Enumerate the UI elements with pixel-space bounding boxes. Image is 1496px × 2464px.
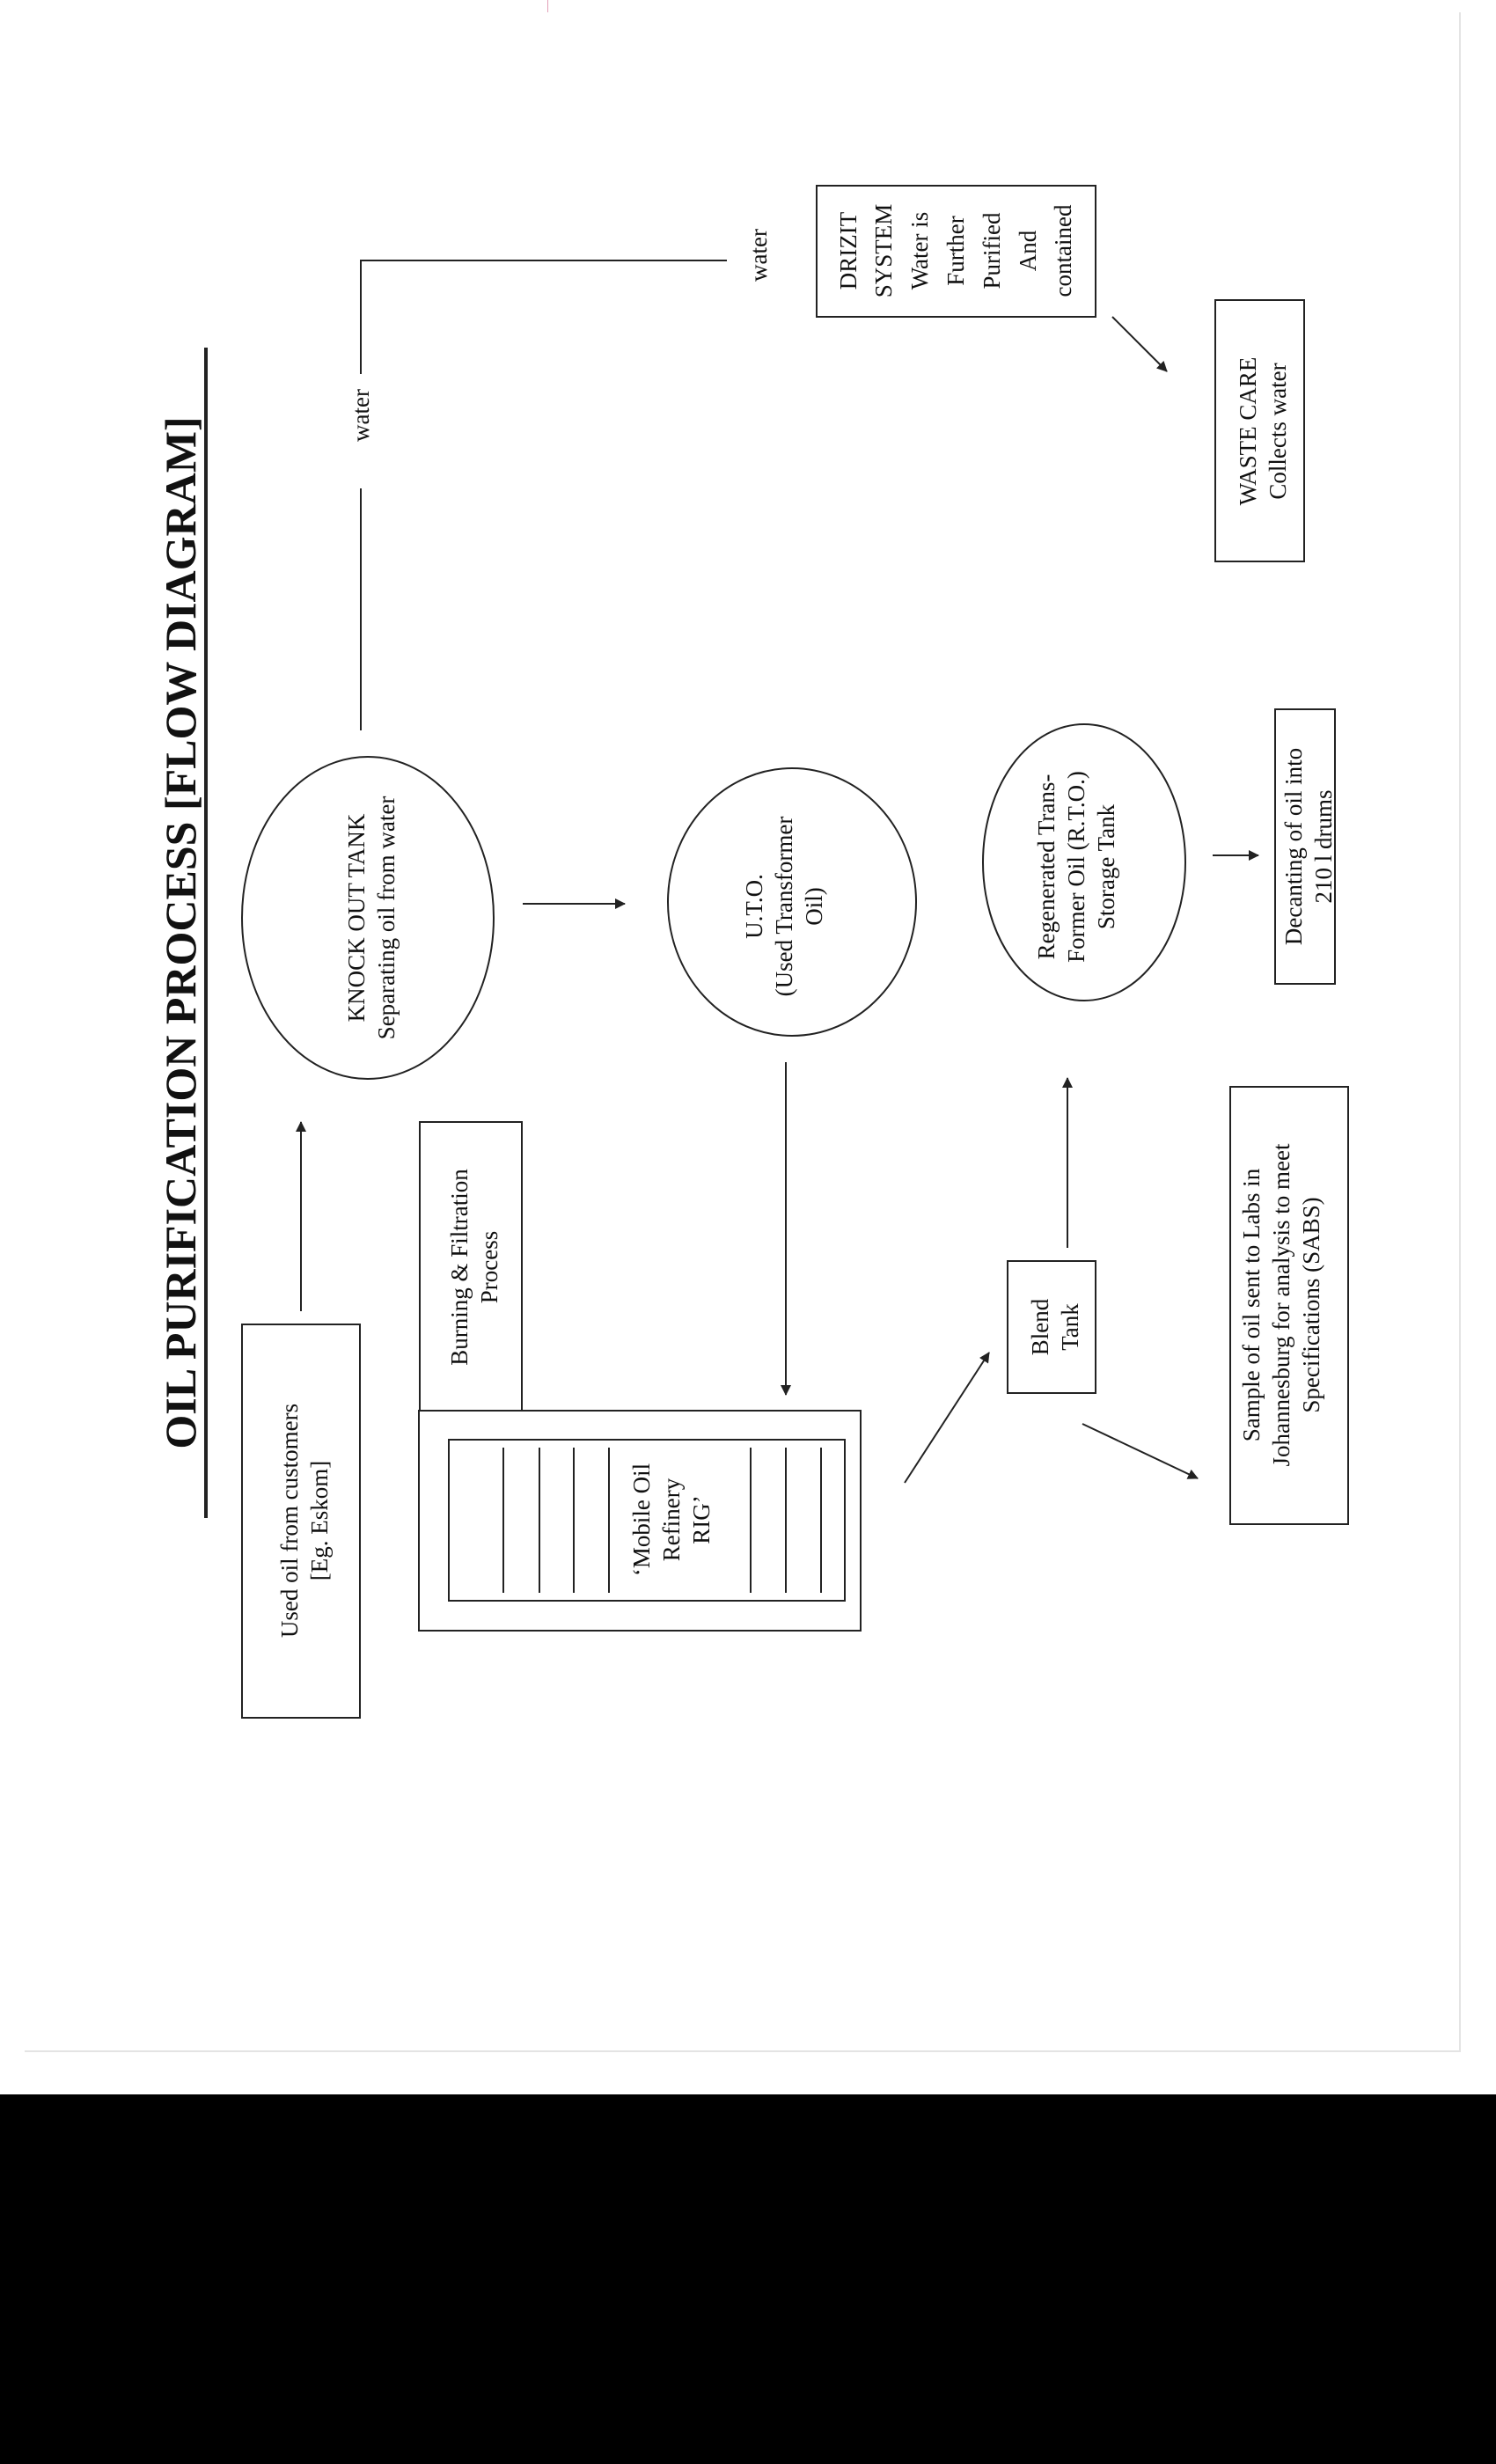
mobile-rig-inner-box	[448, 1439, 846, 1602]
uto-label: U.T.O. (Used Transformer Oil)	[741, 817, 827, 997]
blend-tank-label: Blend Tank	[1027, 1298, 1083, 1355]
svg-text:Regenerated Trans-: Regenerated Trans-	[1033, 774, 1060, 960]
svg-text:Former Oil (R.T.O.): Former Oil (R.T.O.)	[1063, 771, 1089, 963]
svg-text:Further: Further	[942, 216, 969, 285]
burning-filtration-label: Burning & Filtration Process	[446, 1169, 502, 1366]
svg-text:RIG’: RIG’	[688, 1495, 715, 1544]
svg-text:Separating oil from water: Separating oil from water	[373, 796, 400, 1040]
svg-text:U.T.O.: U.T.O.	[741, 874, 767, 939]
arrow-drizit-to-waste-care	[1111, 316, 1168, 372]
water-line-segment-2	[360, 260, 727, 374]
diagram-title-group: OIL PURIFICATION PROCESS [FLOW DIAGRAM]	[156, 348, 208, 1518]
svg-text:SYSTEM: SYSTEM	[870, 204, 897, 298]
svg-text:contained: contained	[1050, 204, 1076, 297]
svg-text:Purified: Purified	[979, 212, 1005, 289]
svg-text:210 l drums: 210 l drums	[1310, 789, 1337, 903]
svg-text:WASTE CARE: WASTE CARE	[1235, 357, 1261, 506]
water-label-1: water	[348, 389, 374, 442]
arrow-blend-tank-to-sample	[1082, 1423, 1199, 1479]
diagram-title: OIL PURIFICATION PROCESS [FLOW DIAGRAM]	[156, 416, 205, 1448]
sample-label: Sample of oil sent to Labs in Johannesbu…	[1238, 1143, 1324, 1466]
svg-text:Tank: Tank	[1057, 1303, 1083, 1351]
svg-text:Burning & Filtration: Burning & Filtration	[446, 1169, 473, 1366]
svg-text:Decanting of oil into: Decanting of oil into	[1280, 748, 1307, 945]
svg-text:Collects water: Collects water	[1265, 363, 1291, 499]
mobile-rig-label: ‘Mobile Oil Refinery RIG’	[628, 1463, 715, 1576]
water-label-2: water	[745, 229, 772, 282]
svg-text:And: And	[1015, 230, 1041, 271]
used-oil-box	[241, 1324, 361, 1719]
scanned-page: OIL PURIFICATION PROCESS [FLOW DIAGRAM] …	[0, 0, 1496, 2094]
knock-out-tank-label: KNOCK OUT TANK Separating oil from water	[343, 796, 400, 1040]
waste-care-box	[1214, 299, 1305, 562]
svg-text:‘Mobile Oil: ‘Mobile Oil	[628, 1463, 655, 1576]
svg-text:Process: Process	[476, 1231, 502, 1304]
arrow-rig-to-blend-tank	[904, 1352, 990, 1484]
svg-text:Used oil from customers: Used oil from customers	[276, 1404, 303, 1638]
svg-text:Blend: Blend	[1027, 1298, 1053, 1355]
svg-text:KNOCK OUT TANK: KNOCK OUT TANK	[343, 813, 370, 1022]
blend-tank-box	[1007, 1260, 1096, 1394]
waste-care-label: WASTE CARE Collects water	[1235, 357, 1291, 506]
used-oil-label: Used oil from customers [Eg. Eskom]	[276, 1404, 333, 1638]
svg-text:Oil): Oil)	[801, 887, 827, 926]
sample-box	[1229, 1086, 1349, 1525]
drizit-system-label: DRIZIT SYSTEM Water is Further Purified …	[835, 204, 1076, 298]
svg-text:Water is: Water is	[906, 212, 933, 290]
scan-page-edge	[25, 12, 1461, 2052]
svg-text:Johannesburg for analysis to m: Johannesburg for analysis to meet	[1268, 1143, 1294, 1466]
drizit-system-box	[816, 185, 1096, 318]
svg-text:Sample of oil sent to Labs in: Sample of oil sent to Labs in	[1238, 1168, 1265, 1441]
uto-ellipse	[667, 767, 917, 1037]
svg-text:Specifications (SABS): Specifications (SABS)	[1298, 1197, 1324, 1412]
svg-text:water: water	[745, 229, 772, 282]
svg-text:water: water	[348, 389, 374, 442]
mobile-rig-outer-box	[418, 1410, 862, 1632]
decanting-box	[1274, 708, 1336, 985]
svg-text:Storage Tank: Storage Tank	[1093, 803, 1119, 929]
knock-out-tank-ellipse	[241, 756, 495, 1080]
svg-text:[Eg. Eskom]: [Eg. Eskom]	[306, 1461, 333, 1580]
mobile-rig-stripes	[502, 1448, 822, 1593]
rto-storage-tank-ellipse	[982, 723, 1186, 1001]
scan-mark	[547, 0, 548, 12]
svg-text:Refinery: Refinery	[658, 1478, 685, 1561]
decanting-label: Decanting of oil into 210 l drums	[1280, 748, 1337, 945]
flow-diagram: OIL PURIFICATION PROCESS [FLOW DIAGRAM] …	[156, 185, 1349, 1719]
rto-storage-tank-label: Regenerated Trans- Former Oil (R.T.O.) S…	[1033, 771, 1119, 963]
svg-text:DRIZIT: DRIZIT	[835, 211, 862, 290]
svg-text:(Used Transformer: (Used Transformer	[771, 817, 797, 997]
